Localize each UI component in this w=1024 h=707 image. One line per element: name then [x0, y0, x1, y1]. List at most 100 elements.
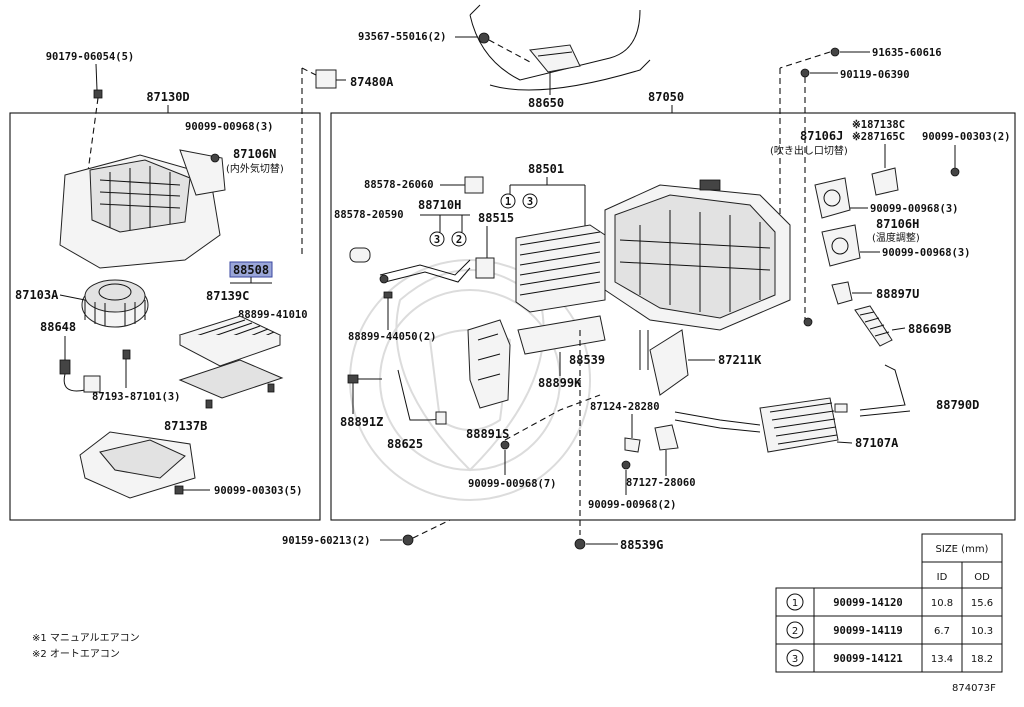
- label-88899-41010: 88899-41010: [238, 309, 308, 321]
- size-row-num: 1: [792, 598, 798, 609]
- bracket-87127: [654, 424, 679, 476]
- label-90099-00968-7: 90099-00968(7): [468, 478, 557, 490]
- label-88899-44050: 88899-44050(2): [348, 331, 437, 343]
- servo-87106H: [821, 224, 861, 267]
- actuator-87138C: [871, 144, 960, 196]
- heater-case: [604, 179, 813, 331]
- size-table-col-id: ID: [937, 572, 948, 583]
- size-table-col-od: OD: [974, 572, 990, 583]
- label-87050: 87050: [648, 90, 684, 104]
- label-88790D: 88790D: [936, 398, 979, 412]
- callout-3a-text: 3: [527, 196, 533, 208]
- label-90179: 90179-06054(5): [46, 51, 135, 63]
- label-87106H-jp: (温度調整): [872, 231, 920, 244]
- label-90099-00968-2: 90099-00968(2): [588, 499, 677, 511]
- size-row-id: 13.4: [931, 654, 953, 665]
- size-row-num: 2: [792, 626, 798, 637]
- drain-hose: [639, 330, 649, 370]
- evaporator-88501: [515, 224, 606, 313]
- label-87193: 87193-87101(3): [92, 391, 181, 403]
- air-filter: [178, 315, 284, 409]
- note-manual-ac: ※1 マニュアルエアコン: [32, 633, 140, 644]
- size-row-od: 10.3: [971, 626, 993, 637]
- label-87124: 87124-28280: [590, 401, 660, 413]
- plug-88539G: [574, 330, 618, 550]
- clip-90159: [380, 519, 451, 546]
- heater-core-87107A: [674, 397, 839, 453]
- label-91635: 91635-60616: [872, 47, 942, 59]
- label-88515: 88515: [478, 211, 514, 225]
- label-87139C: 87139C: [206, 289, 249, 303]
- label-90099-00303-2: 90099-00303(2): [922, 131, 1011, 143]
- label-90119: 90119-06390: [840, 69, 910, 81]
- valve-88515: [475, 226, 495, 279]
- label-90099-00303-5: 90099-00303(5): [214, 485, 303, 497]
- label-88501: 88501: [528, 162, 564, 176]
- label-88508: 88508: [233, 263, 269, 277]
- size-row-part: 90099-14120: [833, 597, 903, 609]
- note-auto-ac: ※2 オートエアコン: [32, 648, 120, 660]
- label-87138C: ※187138C: [852, 119, 905, 131]
- label-90159: 90159-60213(2): [282, 535, 371, 547]
- callout-circle-3a: [522, 193, 538, 209]
- pipe-88710H: [379, 259, 471, 284]
- size-row-num: 3: [792, 654, 798, 665]
- callout-1-text: 1: [505, 196, 511, 208]
- label-90099-00968-3c: 90099-00968(3): [882, 247, 971, 259]
- size-row-od: 15.6: [971, 598, 993, 609]
- label-88891S: 88891S: [466, 427, 509, 441]
- label-88648: 88648: [40, 320, 76, 334]
- bolt-88899-44050: [383, 291, 393, 330]
- label-88650: 88650: [528, 96, 564, 110]
- seal-88899K: [517, 315, 606, 355]
- label-90099-00968-3a: 90099-00968(3): [185, 121, 274, 133]
- blower-housing: [59, 149, 226, 269]
- label-87137B: 87137B: [164, 419, 207, 433]
- label-87106N-jp: (内外気切替): [226, 162, 284, 175]
- resistor-88648: [59, 336, 101, 393]
- callout-3b-text: 3: [434, 234, 440, 246]
- label-88710H: 88710H: [418, 198, 461, 212]
- expansion-bracket-88539: [467, 319, 511, 409]
- label-87127: 87127-28060: [626, 477, 696, 489]
- label-88625: 88625: [387, 437, 423, 451]
- callout-2-text: 2: [456, 234, 462, 246]
- label-90099-00968-3b: 90099-00968(3): [870, 203, 959, 215]
- label-88897U: 88897U: [876, 287, 919, 301]
- label-88578-26060: 88578-26060: [364, 179, 434, 191]
- size-row-od: 18.2: [971, 654, 993, 665]
- size-table: SIZE (mm) ID OD 1 90099-14120 10.8 15.6 …: [775, 533, 1003, 673]
- label-87106J: 87106J: [800, 129, 843, 143]
- label-87103A: 87103A: [15, 288, 59, 302]
- label-88891Z: 88891Z: [340, 415, 383, 429]
- label-87106H: 87106H: [876, 217, 919, 231]
- label-87211K: 87211K: [718, 353, 762, 367]
- aspirator-88669B: [854, 305, 906, 347]
- callout-circle-2: [451, 231, 467, 247]
- label-87107A: 87107A: [855, 436, 899, 450]
- size-row-id: 6.7: [934, 626, 950, 637]
- wire-88625: [397, 369, 447, 425]
- heater-unit-frame: [330, 112, 1016, 521]
- servo-87106J: [814, 177, 851, 219]
- blower-motor: [81, 279, 149, 328]
- screw-90099-00968-2: [621, 460, 631, 495]
- pad-88578-20590: [349, 247, 371, 263]
- clip-87124: [624, 414, 641, 453]
- label-88669B: 88669B: [908, 322, 951, 336]
- callout-circle-3b: [429, 231, 445, 247]
- figure-id: 874073F: [952, 683, 996, 694]
- size-row-part: 90099-14121: [833, 653, 903, 665]
- label-93567: 93567-55016(2): [358, 31, 447, 43]
- sensor-88891Z: [347, 374, 382, 384]
- size-row-id: 10.8: [931, 598, 953, 609]
- pad-88578-26060: [464, 176, 484, 194]
- size-table-title: SIZE (mm): [936, 544, 989, 555]
- connector-87480A: [301, 67, 346, 255]
- label-88539G: 88539G: [620, 538, 663, 552]
- screw-90099-00968-7: [500, 440, 510, 475]
- label-88899K: 88899K: [538, 376, 582, 390]
- label-87480A: 87480A: [350, 75, 394, 89]
- screw-91635: [779, 47, 870, 69]
